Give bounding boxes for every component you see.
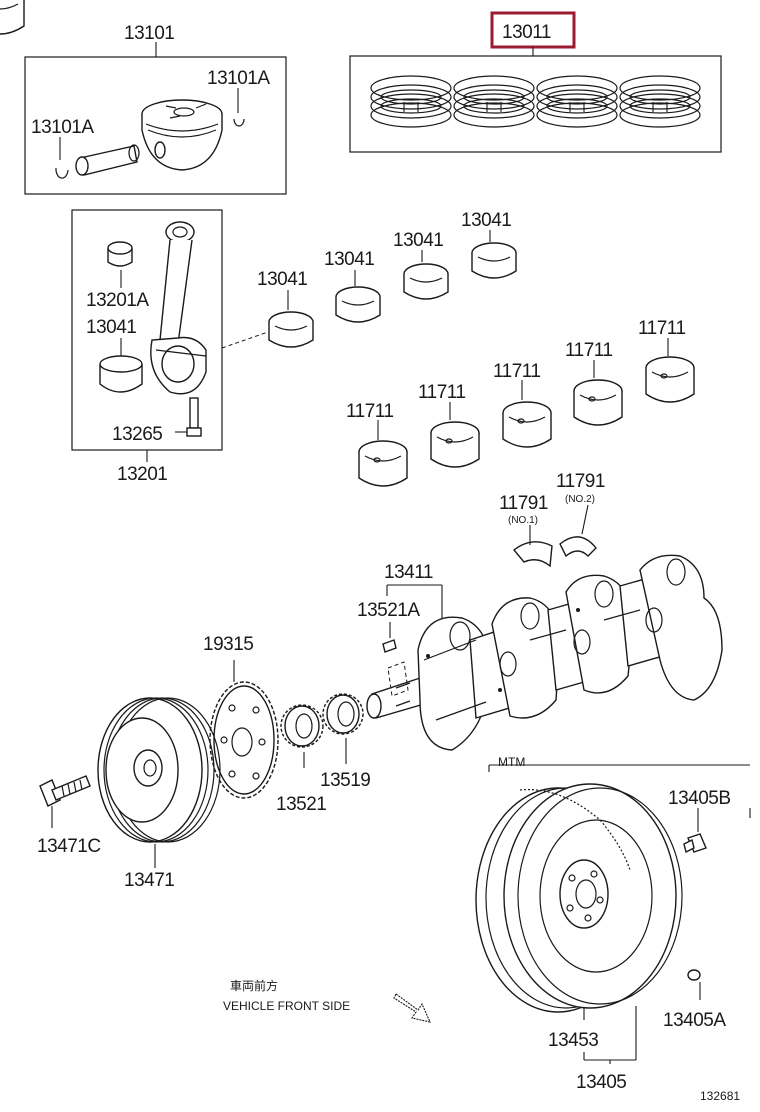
label-front-jp: 車両前方 (230, 978, 278, 993)
crank-sprocket-13519[interactable] (322, 693, 364, 764)
label-13405: 13405 (576, 1072, 626, 1093)
label-13411: 13411 (384, 562, 433, 583)
vehicle-front-indicator: 車両前方 VEHICLE FRONT SIDE (223, 978, 431, 1023)
label-13265: 13265 (112, 424, 162, 445)
label-11711-c: 11711 (493, 361, 541, 382)
arrow-icon (393, 993, 431, 1023)
crank-pulley[interactable] (97, 697, 221, 868)
label-11711-e: 11711 (638, 318, 686, 339)
piston-ring-set[interactable] (349, 11, 722, 153)
label-13201a: 13201A (86, 290, 149, 311)
label-13471: 13471 (124, 870, 174, 891)
label-13101a-left: 13101A (31, 117, 94, 138)
crank-sprocket-13521[interactable] (280, 704, 324, 768)
label-11711-b: 11711 (418, 382, 466, 403)
label-13011: 13011 (502, 22, 551, 43)
crank-key[interactable] (382, 622, 409, 697)
label-11791-b: 11791 (556, 471, 605, 492)
label-13041-a: 13041 (257, 269, 307, 290)
ring-stack (370, 75, 452, 128)
label-11711-d: 11711 (565, 340, 613, 361)
flywheel-assembly[interactable] (475, 764, 751, 1064)
flywheel-bolt[interactable] (683, 808, 707, 854)
label-13041-d: 13041 (461, 210, 511, 231)
piston-assembly[interactable] (24, 42, 287, 195)
label-13405b: 13405B (668, 788, 731, 809)
pulley-bolt[interactable] (39, 775, 91, 828)
conrod-bearings[interactable] (0, 0, 517, 348)
flywheel-pin[interactable] (687, 969, 701, 1000)
crankshaft[interactable] (366, 554, 723, 751)
label-13405a: 13405A (663, 1010, 726, 1031)
label-19315: 19315 (203, 634, 253, 655)
label-13521: 13521 (276, 794, 326, 815)
label-13101: 13101 (124, 23, 174, 44)
label-13101a-top: 13101A (207, 68, 270, 89)
main-bearings[interactable] (0, 0, 695, 487)
label-11791-a: 11791 (499, 493, 548, 514)
label-13041-c: 13041 (393, 230, 443, 251)
label-13041-rod: 13041 (86, 317, 136, 338)
label-13201: 13201 (117, 464, 167, 485)
label-11711-a: 11711 (346, 401, 394, 422)
label-13519: 13519 (320, 770, 370, 791)
label-13041-b: 13041 (324, 249, 374, 270)
connecting-rod-assembly[interactable] (71, 209, 223, 462)
label-13471c: 13471C (37, 836, 101, 857)
label-no1: (NO.1) (508, 515, 538, 526)
thrust-washers[interactable] (512, 504, 597, 568)
timing-rotor-19315[interactable] (209, 660, 279, 799)
label-no2: (NO.2) (565, 494, 595, 505)
label-13453: 13453 (548, 1030, 598, 1051)
label-13521a: 13521A (357, 600, 420, 621)
label-mtm: MTM (498, 755, 525, 769)
label-front-en: VEHICLE FRONT SIDE (223, 999, 350, 1013)
diagram-number: 132681 (700, 1089, 740, 1103)
